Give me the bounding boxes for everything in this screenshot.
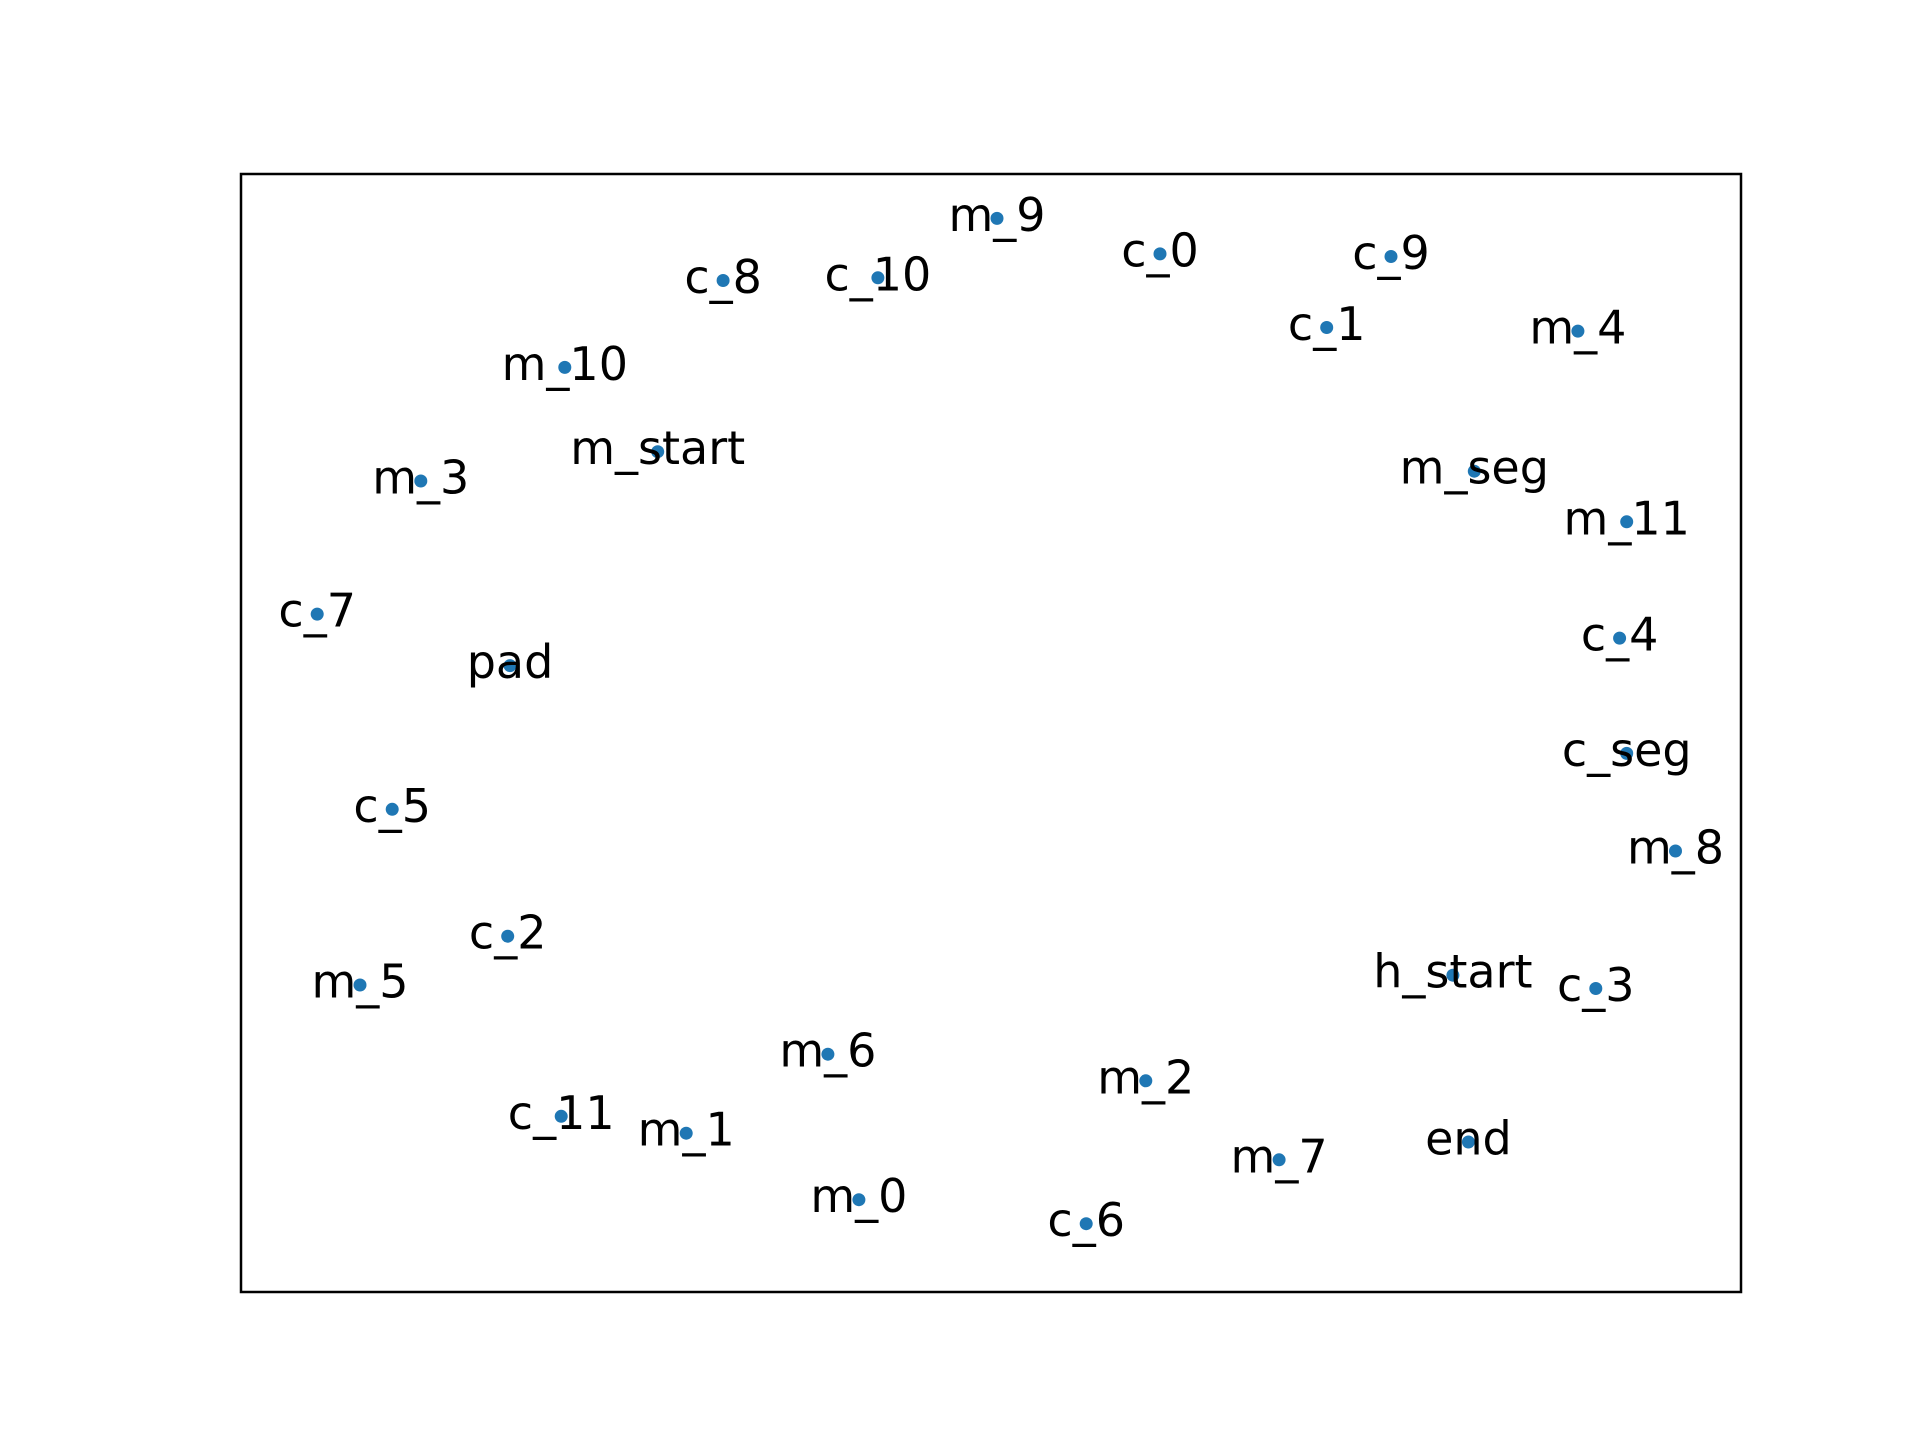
scatter-point — [1613, 631, 1627, 645]
scatter-point — [1461, 1135, 1475, 1149]
point-label: m_11 — [1564, 491, 1690, 545]
labels-layer: m_9 c_0 c_9 c_8 c_10 c_1 m_4 m_10 m_start m_seg m_… — [278, 188, 1724, 1247]
point-label: m_start — [570, 421, 745, 475]
point-label: end — [1425, 1112, 1512, 1166]
scatter-point — [1446, 968, 1460, 982]
plot-frame — [239, 172, 1743, 1294]
scatter-point — [1669, 844, 1682, 858]
point-label: m_9 — [948, 188, 1045, 242]
point-label: m_7 — [1231, 1129, 1328, 1183]
point-label: c_10 — [824, 247, 931, 301]
scatter-point — [1139, 1074, 1153, 1088]
point-label: m_4 — [1529, 301, 1626, 355]
point-label: m_8 — [1627, 821, 1724, 875]
scatter-point — [414, 474, 428, 488]
scatter-point — [871, 271, 885, 285]
point-label: m_5 — [311, 955, 408, 1009]
scatter-point — [310, 607, 324, 621]
point-label: c_0 — [1121, 223, 1199, 277]
point-label: pad — [467, 635, 554, 689]
scatter-point — [554, 1109, 568, 1123]
scatter-point — [1272, 1153, 1286, 1167]
point-label: c_3 — [1557, 958, 1635, 1012]
point-label: c_7 — [278, 584, 356, 638]
point-label: c_5 — [353, 779, 431, 833]
scatter-point — [1589, 982, 1603, 995]
scatter-point — [1467, 464, 1481, 478]
scatter-point — [1384, 250, 1398, 263]
scatter-point — [679, 1126, 693, 1140]
point-label: c_2 — [469, 906, 547, 960]
point-label: c_11 — [508, 1086, 615, 1140]
point-label: c_4 — [1581, 608, 1659, 662]
point-label: m_6 — [779, 1024, 876, 1078]
scatter-point — [990, 211, 1004, 225]
scatter-point — [353, 978, 367, 992]
point-label: h_start — [1373, 945, 1532, 999]
point-label: c_9 — [1352, 226, 1430, 280]
point-label: m_10 — [502, 337, 628, 391]
scatter-point — [821, 1047, 835, 1061]
scatter-point — [1320, 321, 1334, 334]
point-label: c_1 — [1288, 297, 1366, 351]
point-label: c_6 — [1047, 1193, 1125, 1247]
scatter-point — [385, 802, 399, 816]
scatter-point — [558, 360, 572, 374]
point-label: m_seg — [1400, 441, 1549, 495]
scatter-point — [716, 274, 730, 287]
points-layer — [310, 211, 1682, 1231]
point-label: m_1 — [638, 1103, 735, 1157]
point-label: m_2 — [1097, 1050, 1194, 1104]
scatter-point — [852, 1193, 866, 1207]
scatter-point — [1620, 515, 1634, 529]
scatter-point — [1079, 1217, 1093, 1231]
scatter-point — [1620, 746, 1634, 760]
point-label: c_8 — [684, 250, 762, 304]
scatter-point — [651, 445, 665, 459]
scatter-point — [503, 659, 517, 673]
point-label: m_0 — [810, 1169, 907, 1223]
scatter-point — [501, 929, 515, 943]
point-label: c_seg — [1562, 723, 1692, 777]
point-label: m_3 — [372, 451, 469, 505]
scatter-point — [1571, 324, 1585, 338]
scatter-point — [1153, 247, 1167, 261]
